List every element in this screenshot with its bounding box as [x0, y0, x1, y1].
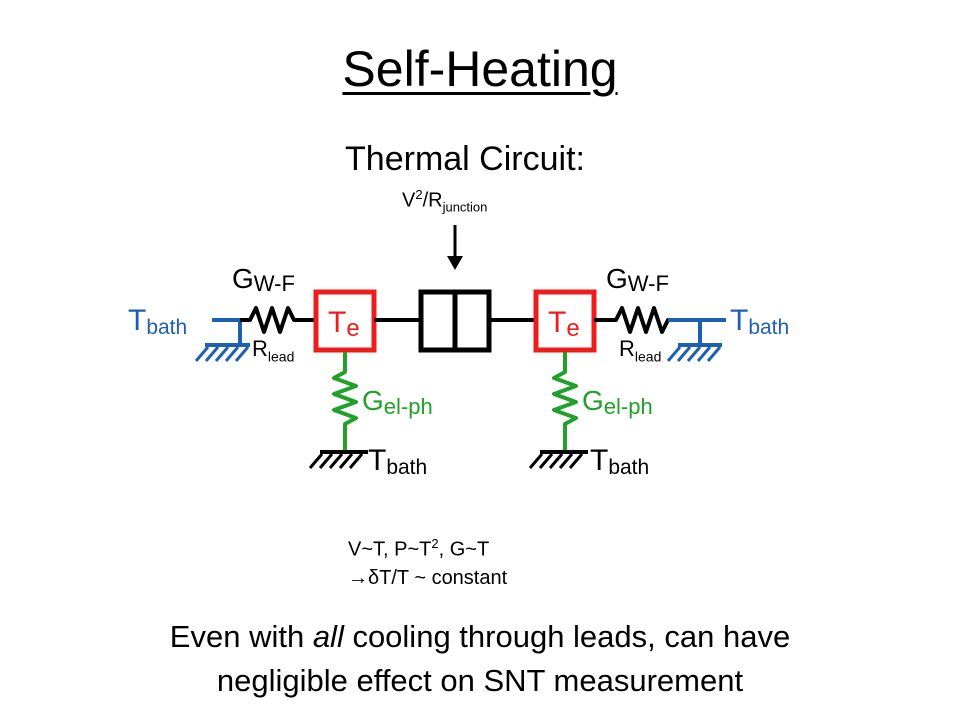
left-elph-resistor [332, 352, 358, 452]
power-label: V2/Rjunction [402, 187, 488, 215]
right-lower-tbath-label: Tbath [590, 444, 649, 479]
left-bath-ground [194, 318, 250, 362]
right-gelph-label: Gel-ph [582, 385, 653, 419]
page-title: Self-Heating [342, 41, 618, 97]
right-bath-ground [666, 320, 722, 362]
left-electron-node [313, 289, 377, 353]
right-rlead-label: Rlead [619, 336, 662, 365]
arrow-right-icon: → [348, 566, 368, 589]
left-rlead-label: Rlead [252, 336, 295, 365]
right-elph-resistor [552, 352, 578, 452]
right-lower-ground [528, 450, 588, 469]
diagram-subtitle: Thermal Circuit: [345, 140, 585, 178]
right-electron-node [533, 289, 597, 353]
right-gwf-label: GW-F [606, 263, 669, 296]
heating-arrow [447, 225, 463, 270]
left-gelph-label: Gel-ph [362, 385, 433, 419]
junction-capacitor [418, 289, 492, 353]
left-te-label: Te [328, 306, 360, 342]
conclusion-text: Even with all cooling through leads, can… [169, 619, 791, 698]
left-tbath-label: Tbath [128, 304, 187, 339]
right-te-label: Te [548, 306, 580, 342]
left-wf-resistor [240, 306, 316, 334]
scaling-line-1: V~T, P~T2, G~T [348, 536, 490, 561]
left-lower-ground [308, 450, 368, 469]
scaling-line-2: →δT/T ~ constant [348, 566, 508, 589]
left-lower-tbath-label: Tbath [368, 444, 427, 479]
left-gwf-label: GW-F [232, 263, 295, 296]
scaling-notes: V~T, P~T2, G~T →δT/T ~ constant [348, 530, 507, 592]
right-tbath-label: Tbath [730, 304, 789, 339]
